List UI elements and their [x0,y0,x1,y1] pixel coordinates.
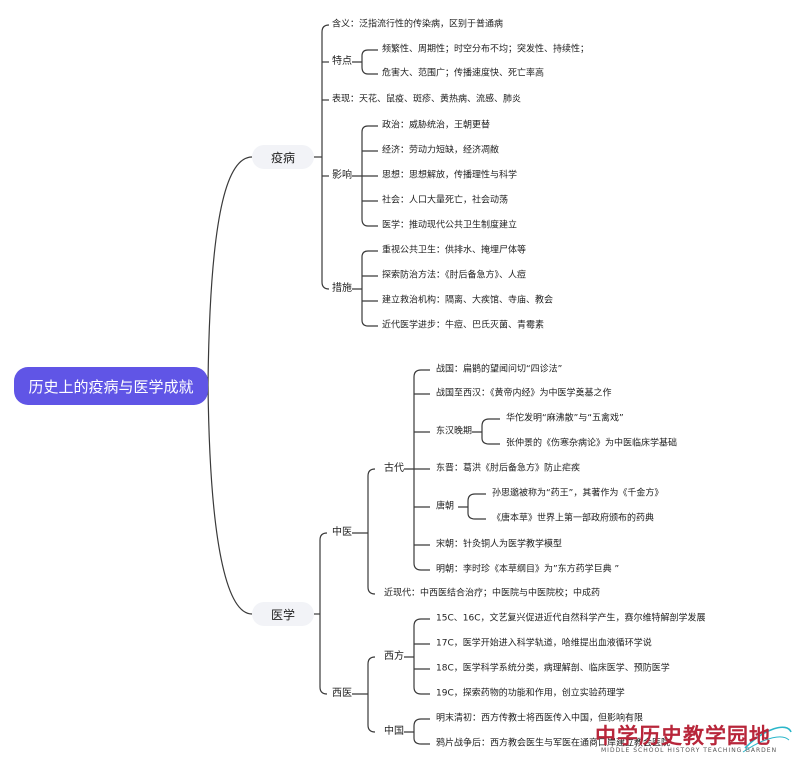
node-yingxiang-3[interactable]: 思想：思想解放，传播理性与科学 [382,170,518,181]
node-zhongguo-2[interactable]: 鸦片战争后：西方教会医生与军医在通商口岸建立教会医院 [436,738,671,749]
node-xifang-2[interactable]: 17C，医学开始进入科学轨道，哈维提出血液循环学说 [436,638,652,649]
node-donghan-1[interactable]: 华佗发明“麻沸散”与“五禽戏” [506,413,624,424]
node-zhongguo-1[interactable]: 明末清初：西方传教士将西医传入中国，但影响有限 [436,713,644,724]
node-cuoshi-3[interactable]: 建立救治机构：隔离、大疾馆、寺庙、教会 [382,295,554,306]
node-xifang-1[interactable]: 15C、16C，文艺复兴促进近代自然科学产生，赛尔维特解剖学发展 [436,613,706,624]
connector-yingxiang [352,125,378,227]
node-yingxiang-1[interactable]: 政治：威胁统治，王朝更替 [382,120,491,131]
node-donghan[interactable]: 东汉晚期 [436,426,473,437]
node-gudai[interactable]: 古代 [384,463,404,474]
node-dongjin[interactable]: 东晋：葛洪《肘后备急方》防止疟疾 [436,463,581,474]
node-zhanguo[interactable]: 战国：扁鹊的望闻问切“四诊法” [436,364,563,375]
node-cuoshi[interactable]: 措施 [332,283,352,294]
node-zhongguo[interactable]: 中国 [384,726,404,737]
connector-zhongguo [404,718,430,745]
node-ming[interactable]: 明朝：李时珍《本草纲目》为”东方药学巨典 ” [436,564,620,575]
connector-gudai [404,369,430,571]
connector-donghan [472,418,500,445]
connector-xiyi [352,656,376,733]
branch-yibing[interactable]: 疫病 [252,145,314,169]
connector-root-yixue [207,384,253,615]
node-tang-1[interactable]: 孙思邈被称为“药王”，其著作为《千金方》 [492,488,664,499]
node-song[interactable]: 宋朝：针灸铜人为医学教学模型 [436,539,563,550]
connector-root-yibing [207,156,253,386]
node-yingxiang[interactable]: 影响 [332,170,352,181]
node-yingxiang-5[interactable]: 医学：推动现代公共卫生制度建立 [382,220,518,231]
connector-yixue-bracket [319,532,328,695]
node-yingxiang-2[interactable]: 经济：劳动力短缺，经济凋敝 [382,145,500,156]
branch-yixue[interactable]: 医学 [252,602,314,626]
connector-xifang [404,618,430,695]
connector-tang [458,493,486,520]
node-tedian-2[interactable]: 危害大、范围广；传播速度快、死亡率高 [382,68,545,79]
node-tang[interactable]: 唐朝 [436,501,455,512]
node-tedian[interactable]: 特点 [332,56,352,67]
node-jinxiandai[interactable]: 近现代：中西医结合治疗；中医院与中医院校；中成药 [384,588,601,599]
connector-zhongyi [352,468,376,595]
node-cuoshi-2[interactable]: 探索防治方法：《肘后备急方》、人痘 [382,270,527,281]
connector-cuoshi [352,250,378,327]
node-tang-2[interactable]: 《唐本草》世界上第一部政府颁布的药典 [492,513,655,524]
node-xifang[interactable]: 西方 [384,651,404,662]
node-xiyi[interactable]: 西医 [332,688,352,699]
connector-tedian [352,49,378,75]
node-xifang-3[interactable]: 18C，医学科学系统分类，病理解剖、临床医学、预防医学 [436,663,670,674]
node-cuoshi-1[interactable]: 重视公共卫生：供排水、掩埋尸体等 [382,245,527,256]
connector-yibing-bracket [321,24,330,290]
node-biaoxian[interactable]: 表现：天花、鼠疫、斑疹、黄热病、流感、肺炎 [332,94,522,105]
node-hanyi[interactable]: 含义：泛指流行性的传染病，区别于普通病 [332,19,504,30]
node-cuoshi-4[interactable]: 近代医学进步：牛痘、巴氏灭菌、青霉素 [382,320,545,331]
root-node[interactable]: 历史上的疫病与医学成就 [14,367,208,405]
node-zhanguo-xihan[interactable]: 战国至西汉：《黄帝内经》为中医学奠基之作 [436,388,612,399]
node-xifang-4[interactable]: 19C，探索药物的功能和作用，创立实验药理学 [436,688,625,699]
node-donghan-2[interactable]: 张仲景的《伤寒杂病论》为中医临床学基础 [506,438,678,449]
node-zhongyi[interactable]: 中医 [332,527,352,538]
node-tedian-1[interactable]: 频繁性、周期性；时空分布不均；突发性、持续性； [382,44,590,55]
node-yingxiang-4[interactable]: 社会：人口大量死亡，社会动荡 [382,195,509,206]
